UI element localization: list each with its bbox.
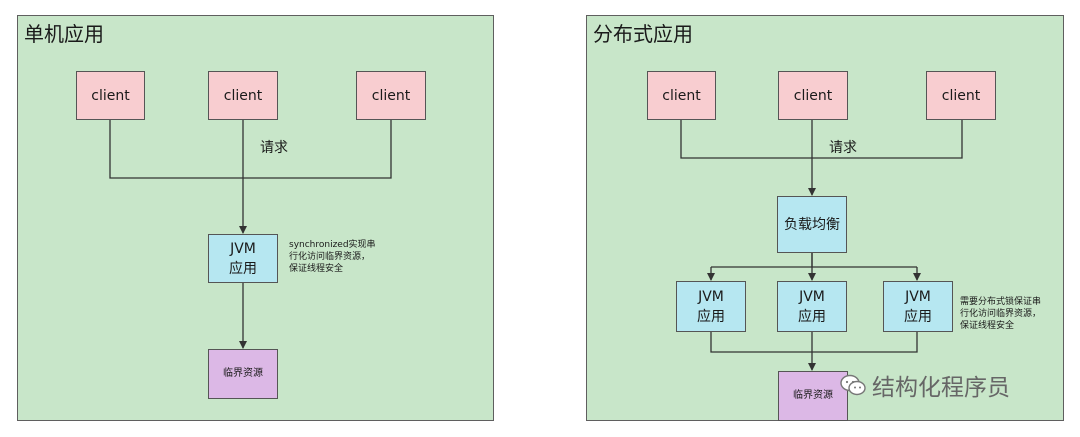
right-client-3: client	[926, 71, 996, 120]
right-request-label: 请求	[829, 140, 857, 156]
left-jvm-app: JVM 应用	[208, 234, 278, 283]
right-jvm2-line2: 应用	[798, 308, 826, 325]
right-resource-label: 临界资源	[793, 390, 833, 401]
right-note-line1: 需要分布式锁保证串	[960, 297, 1042, 307]
left-panel-title: 单机应用	[24, 22, 104, 46]
right-client-2: client	[778, 71, 848, 120]
right-jvm3-line2: 应用	[904, 308, 932, 325]
right-jvm-merge	[710, 332, 918, 353]
right-jvm-note: 需要分布式锁保证串 行化访问临界资源， 保证线程安全	[960, 296, 1041, 332]
left-jvm-line2: 应用	[229, 260, 257, 277]
left-critical-resource: 临界资源	[208, 349, 278, 399]
left-resource-label: 临界资源	[223, 368, 263, 379]
left-client-bus	[109, 120, 392, 179]
left-client-2: client	[208, 71, 278, 120]
right-client-1: client	[647, 71, 716, 120]
right-jvm-app-2: JVM 应用	[777, 281, 847, 332]
left-client-3: client	[356, 71, 426, 120]
left-client-3-label: client	[371, 87, 411, 104]
right-jvm1-line2: 应用	[697, 308, 725, 325]
right-jvm-app-3: JVM 应用	[883, 281, 953, 332]
left-jvm-line1: JVM	[230, 240, 256, 257]
right-client-2-label: client	[793, 87, 833, 104]
right-jvm1-line1: JVM	[698, 288, 724, 305]
left-note-line2: 行化访问临界资源，	[289, 252, 371, 262]
watermark: 结构化程序员	[840, 368, 1010, 402]
left-client-1: client	[76, 71, 145, 120]
right-client-3-label: client	[941, 87, 981, 104]
left-note-line1: synchronized实现串	[289, 240, 376, 250]
right-note-line3: 保证线程安全	[960, 321, 1015, 331]
left-request-label: 请求	[260, 140, 288, 156]
right-client-1-label: client	[662, 87, 701, 104]
right-jvm-app-1: JVM 应用	[676, 281, 746, 332]
left-client-1-label: client	[91, 87, 130, 104]
left-jvm-note: synchronized实现串 行化访问临界资源， 保证线程安全	[289, 239, 376, 275]
wechat-icon	[840, 374, 866, 396]
left-note-line3: 保证线程安全	[289, 264, 344, 274]
right-client-bus	[680, 120, 963, 159]
right-critical-resource: 临界资源	[778, 371, 848, 421]
watermark-text: 结构化程序员	[872, 375, 1010, 401]
right-jvm2-line1: JVM	[799, 288, 825, 305]
right-panel-title: 分布式应用	[593, 22, 693, 46]
right-lb-label: 负载均衡	[784, 216, 840, 233]
right-note-line2: 行化访问临界资源，	[960, 309, 1042, 319]
left-client-2-label: client	[223, 87, 263, 104]
right-load-balancer: 负载均衡	[777, 196, 847, 253]
right-jvm3-line1: JVM	[905, 288, 931, 305]
